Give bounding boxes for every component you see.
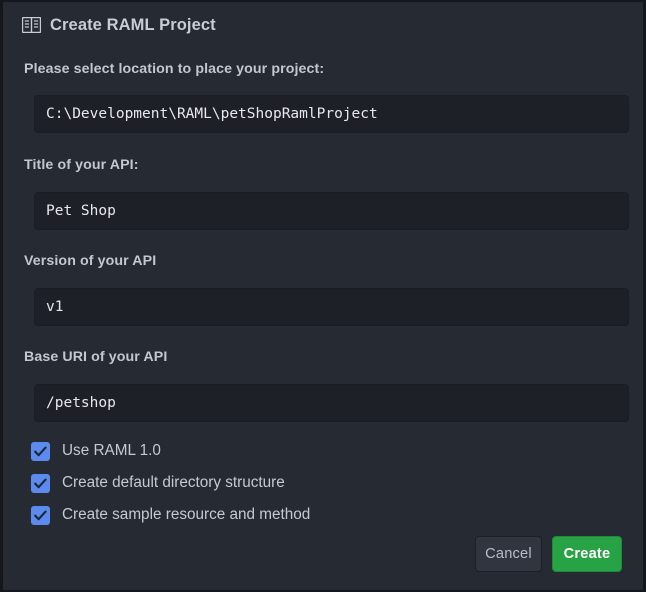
api-title-label: Title of your API:: [24, 157, 139, 173]
location-label: Please select location to place your pro…: [24, 61, 325, 77]
checkmark-icon[interactable]: [31, 441, 50, 461]
dialog-actions: Cancel Create: [475, 536, 622, 572]
create-button[interactable]: Create: [552, 536, 622, 572]
checkmark-icon[interactable]: [31, 505, 50, 525]
checkbox-row-use-raml-10[interactable]: Use RAML 1.0: [31, 435, 310, 467]
api-title-input[interactable]: Pet Shop: [34, 192, 629, 230]
book-icon: [21, 16, 42, 34]
base-uri-input[interactable]: /petshop: [34, 384, 629, 422]
cancel-button[interactable]: Cancel: [475, 536, 542, 572]
location-input[interactable]: C:\Development\RAML\petShopRamlProject: [34, 95, 629, 133]
options-group: Use RAML 1.0 Create default directory st…: [31, 435, 310, 531]
api-version-label: Version of your API: [24, 253, 157, 269]
dialog-title: Create RAML Project: [50, 15, 216, 34]
base-uri-label: Base URI of your API: [24, 349, 168, 365]
checkbox-row-sample-resource[interactable]: Create sample resource and method: [31, 499, 310, 531]
checkmark-icon[interactable]: [31, 473, 50, 493]
checkbox-label-use-raml-10: Use RAML 1.0: [62, 442, 161, 459]
checkbox-label-default-directory: Create default directory structure: [62, 474, 285, 491]
checkbox-row-default-directory[interactable]: Create default directory structure: [31, 467, 310, 499]
checkbox-label-sample-resource: Create sample resource and method: [62, 506, 311, 523]
dialog-titlebar: Create RAML Project: [3, 2, 643, 48]
api-version-input[interactable]: v1: [34, 288, 629, 326]
